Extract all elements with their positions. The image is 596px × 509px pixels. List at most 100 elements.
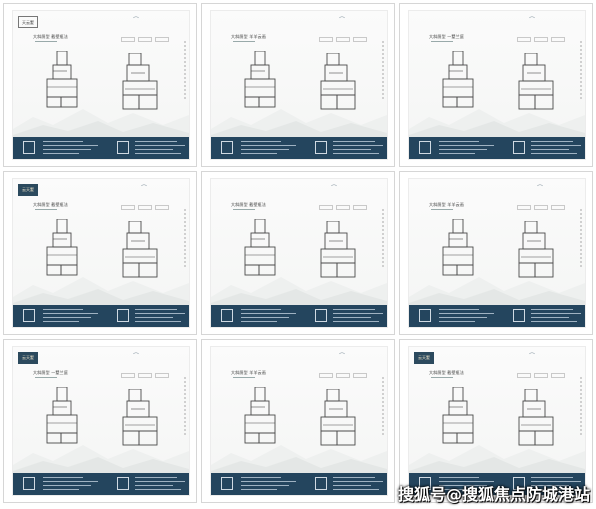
heading-underline (431, 209, 453, 210)
area-tag (138, 37, 152, 42)
floor-plan-left (43, 218, 83, 281)
footer-badge (315, 309, 327, 322)
brochure-thumbnail[interactable]: ⌒大斜厕型 一墅兰庭 (399, 3, 593, 167)
footer-text-line (531, 489, 577, 490)
brochure-thumbnail[interactable]: ⌒大斜厕型 羊羊云画 (201, 339, 395, 503)
mountain-landscape-icon (211, 109, 387, 139)
area-tags (319, 373, 367, 378)
footer-text-line (333, 321, 379, 322)
area-tag (155, 37, 169, 42)
mountain-landscape-icon (409, 277, 585, 307)
floor-plan-right (517, 388, 557, 451)
brochure-thumbnail[interactable]: 云天墅⌒大斜厕型 截壁瓶法 (399, 339, 593, 503)
area-tag (353, 37, 367, 42)
floor-plan-card: 云天墅⌒大斜厕型 截壁瓶法 (409, 347, 585, 495)
area-tag (319, 37, 333, 42)
footer-text-line (135, 313, 185, 314)
card-footer-band (13, 137, 189, 159)
footer-text-line (333, 141, 375, 142)
footer-text-line (135, 153, 181, 154)
side-decoration (382, 377, 384, 437)
floor-plan-card: 云天墅⌒大斜厕型 截壁瓶法 (13, 179, 189, 327)
side-decoration (382, 41, 384, 101)
footer-text-line (241, 481, 296, 482)
mountain-landscape-icon (409, 109, 585, 139)
floor-plan-card: ⌒大斜厕型 截壁瓶法 (211, 179, 387, 327)
brochure-thumbnail[interactable]: ⌒大斜厕型 羊羊云画 (201, 3, 395, 167)
floor-plan-card: ⌒大斜厕型 一墅兰庭 (409, 11, 585, 159)
area-tag (353, 373, 367, 378)
footer-text-line (241, 153, 277, 154)
footer-badge (513, 477, 525, 490)
bird-icon: ⌒ (339, 353, 346, 360)
side-decoration (580, 377, 582, 437)
footer-badge (315, 477, 327, 490)
floor-plan-right (319, 52, 359, 115)
footer-text-line (241, 321, 277, 322)
footer-text-line (439, 489, 475, 490)
footer-text-line (531, 321, 577, 322)
brochure-thumbnail[interactable]: ⌒大斜厕型 截壁瓶法 (201, 171, 395, 335)
footer-text-line (43, 149, 91, 150)
floor-plan-card: 云天墅 ⌒ 大斜厕型 一墅兰庭 (13, 347, 189, 495)
brochure-thumbnail[interactable]: 云天墅⌒大斜厕型 截壁瓶法 (3, 171, 197, 335)
area-tag (138, 205, 152, 210)
area-tag (319, 373, 333, 378)
card-heading: 大斜厕型 截壁瓶法 (231, 202, 267, 207)
area-tag (551, 37, 565, 42)
area-tag (517, 37, 531, 42)
brand-logo: 云天墅 (414, 352, 434, 364)
mountain-landscape-icon (409, 445, 585, 475)
footer-text-line (531, 149, 569, 150)
footer-text-line (241, 141, 281, 142)
area-tag (121, 37, 135, 42)
footer-text-line (135, 481, 185, 482)
footer-badge (221, 477, 233, 490)
footer-text-line (531, 313, 581, 314)
side-decoration (184, 209, 186, 269)
footer-text-line (135, 317, 173, 318)
brochure-thumbnail[interactable]: 云天墅 ⌒ 大斜厕型 一墅兰庭 (3, 339, 197, 503)
footer-text-line (333, 477, 375, 478)
footer-text-line (333, 153, 379, 154)
footer-text-line (439, 309, 479, 310)
footer-text-line (241, 309, 281, 310)
footer-text-line (135, 485, 173, 486)
watermark-text: 搜狐号@搜狐焦点防城港站 (397, 485, 590, 504)
footer-text-line (333, 317, 371, 318)
heading-underline (35, 41, 57, 42)
bird-icon: ⌒ (133, 17, 140, 24)
mountain-landscape-icon (13, 277, 189, 307)
card-footer-band (211, 473, 387, 495)
footer-text-line (531, 477, 573, 478)
footer-badge (23, 309, 35, 322)
footer-text-line (439, 481, 494, 482)
footer-text-line (43, 313, 98, 314)
footer-text-line (439, 153, 475, 154)
brochure-thumbnail[interactable]: ⌒大斜厕型 羊羊云画 (399, 171, 593, 335)
footer-text-line (43, 489, 79, 490)
area-tag (336, 373, 350, 378)
footer-text-line (241, 485, 289, 486)
card-footer-band (409, 137, 585, 159)
footer-text-line (135, 141, 177, 142)
card-heading: 大斜厕型 一墅兰庭 (429, 34, 465, 39)
area-tags (517, 37, 565, 42)
bird-icon: ⌒ (133, 353, 140, 360)
footer-badge (23, 141, 35, 154)
card-heading: 大斜厕型 一墅兰庭 (33, 370, 69, 375)
footer-text-line (439, 317, 487, 318)
bird-icon: ⌒ (537, 185, 544, 192)
brochure-thumbnail[interactable]: 天云墅⌒大斜厕型 截壁瓶法 (3, 3, 197, 167)
area-tag (551, 373, 565, 378)
footer-text-line (439, 141, 479, 142)
brand-logo: 云天墅 (18, 352, 38, 364)
footer-text-line (43, 317, 91, 318)
footer-text-line (333, 489, 379, 490)
footer-text-line (531, 153, 577, 154)
footer-badge (23, 477, 35, 490)
area-tag (121, 373, 135, 378)
footer-text-line (439, 477, 479, 478)
area-tag (138, 373, 152, 378)
footer-badge (117, 477, 129, 490)
